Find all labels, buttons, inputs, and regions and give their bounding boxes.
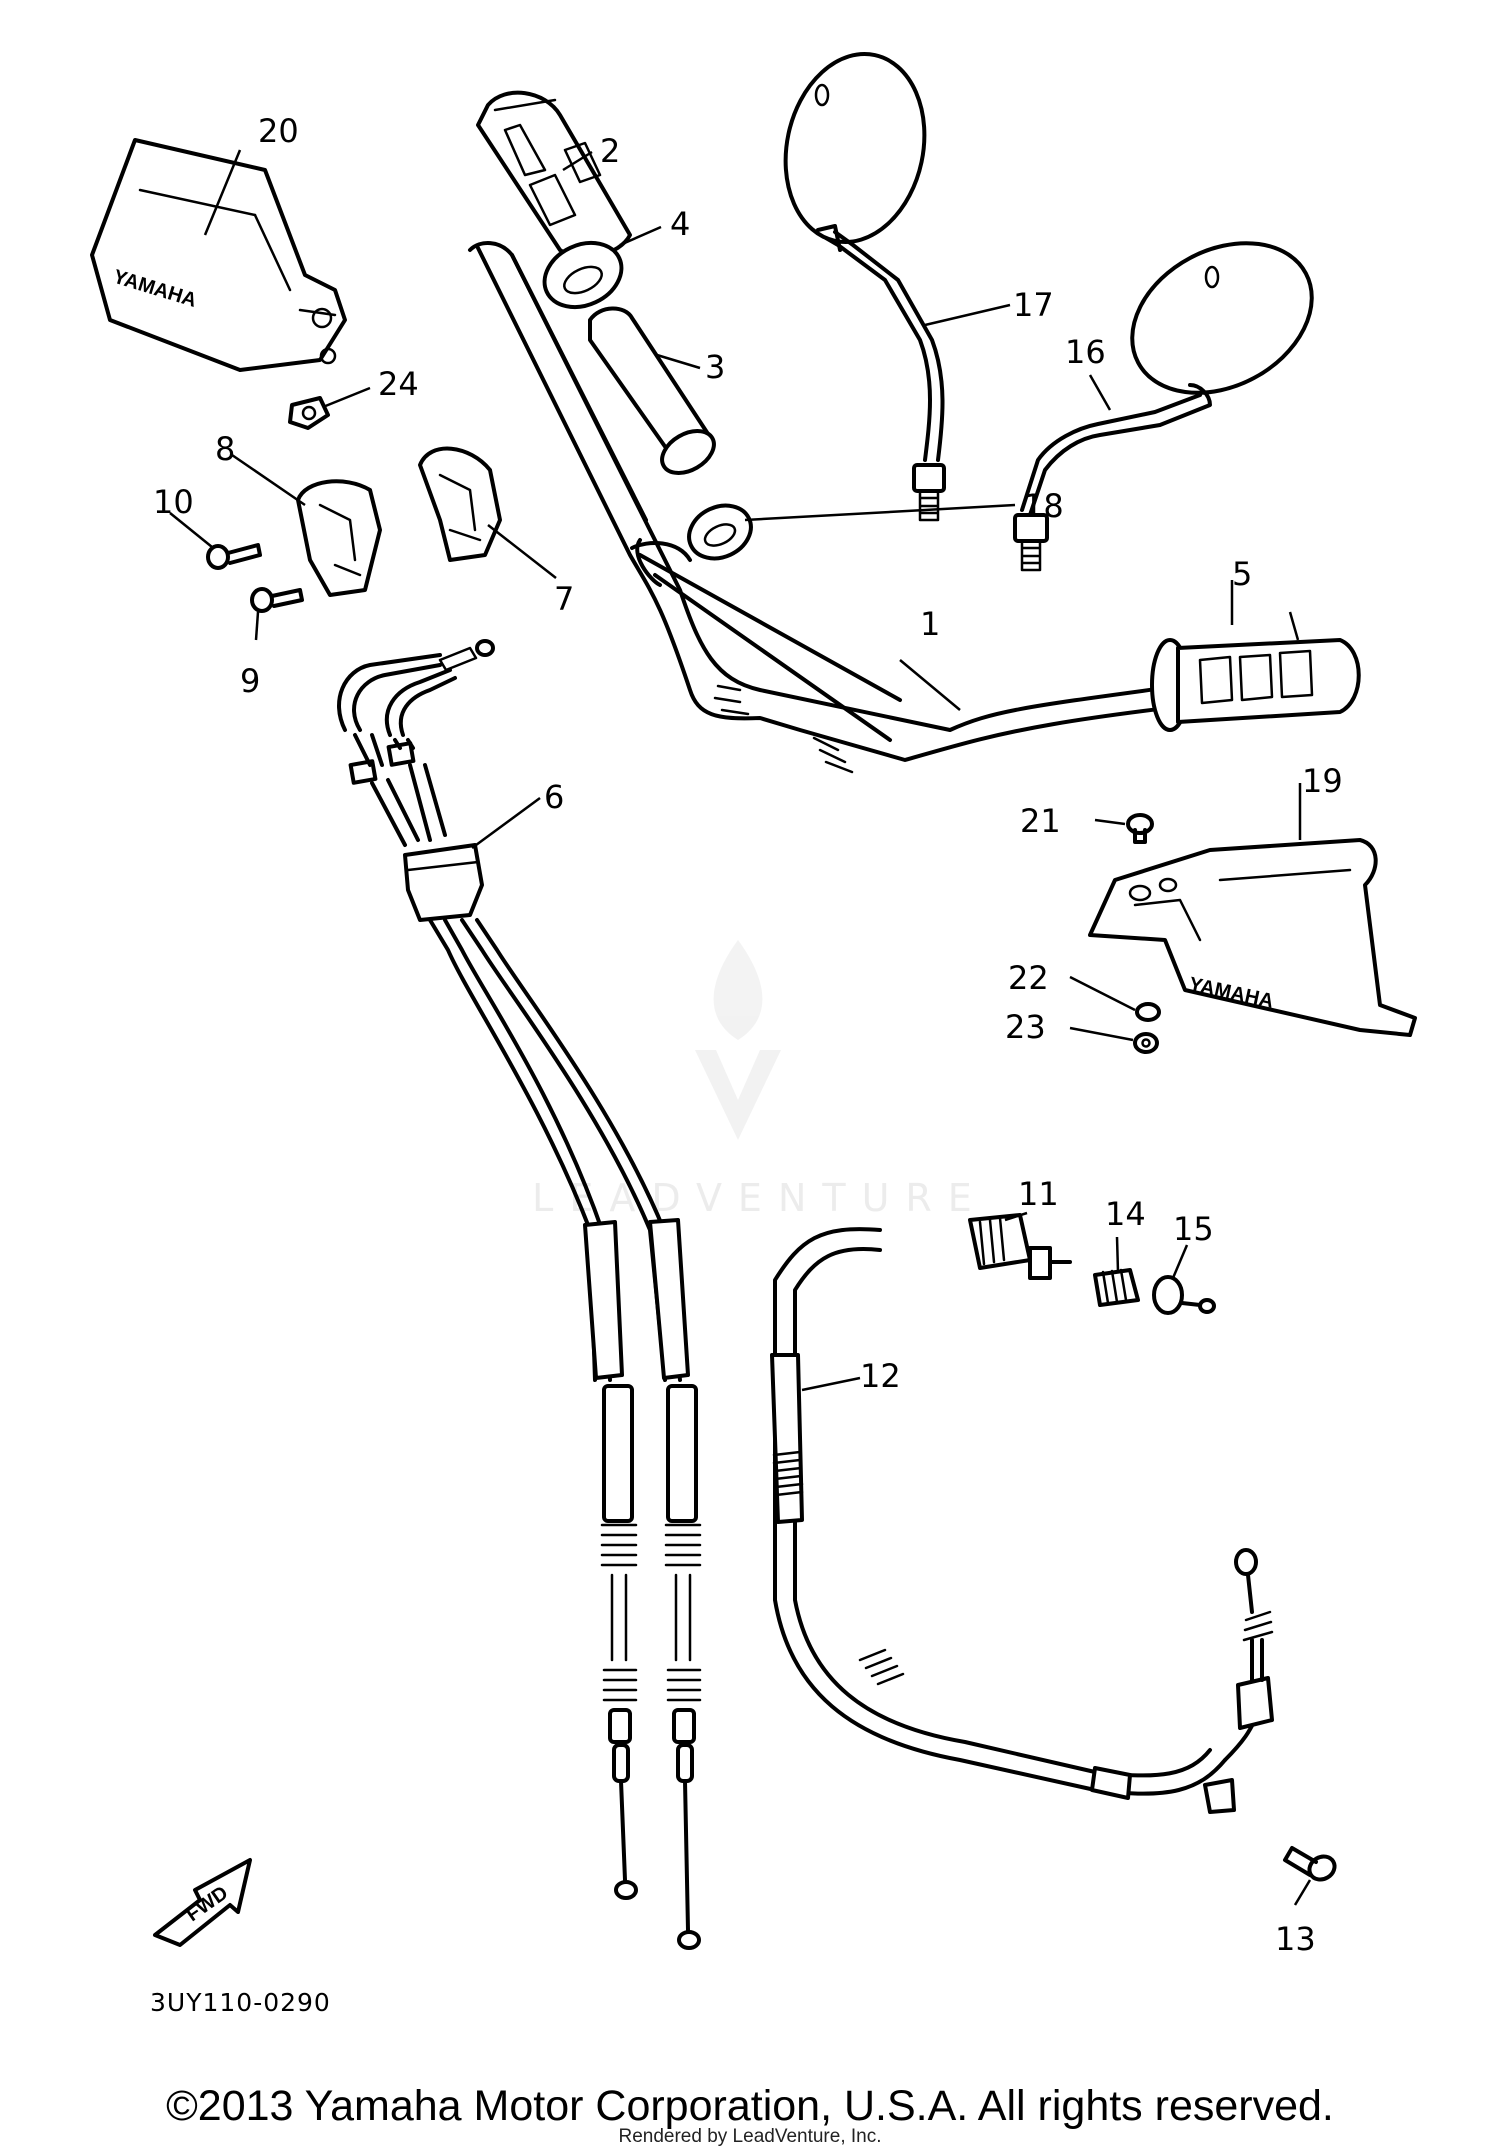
throttle-cables-6 [337,639,702,1950]
callout-2: 2 [600,132,620,170]
mirror-left-17 [783,52,946,522]
right-grip [1150,638,1361,732]
nut-22 [1135,1002,1161,1022]
callout-6: 6 [544,778,564,816]
screw-13 [1283,1846,1337,1882]
copyright-notice: ©2013 Yamaha Motor Corporation, U.S.A. A… [166,2082,1334,2130]
callout-1: 1 [920,605,940,643]
screw-10 [206,543,262,570]
callout-24: 24 [378,365,419,403]
rendered-by-notice: Rendered by LeadVenture, Inc. [618,2126,882,2147]
clutch-cable-12 [770,1213,1274,1814]
callout-18: 18 [1023,487,1064,525]
throttle-housing-8 [296,479,382,597]
callout-12: 12 [860,1357,901,1395]
throttle-housing-7 [418,446,502,562]
hand-guard-left: YAMAHA [90,138,347,372]
leader-lines [169,149,1312,1906]
ring-18 [687,503,753,561]
screw-9 [250,587,304,613]
hand-guard-right: YAMAHA [1088,838,1417,1037]
watermark-logo [695,940,781,1140]
callout-14: 14 [1105,1195,1146,1233]
nut-24 [288,396,330,430]
callout-7: 7 [554,580,574,618]
watermark-text: LEADVENTURE [532,1176,988,1220]
diagram-code: 3UY110-0290 [150,1988,331,2017]
mirror-right-16 [1013,241,1314,572]
callout-13: 13 [1275,1920,1316,1958]
callout-20: 20 [258,112,299,150]
callout-16: 16 [1065,333,1106,371]
callout-22: 22 [1008,959,1049,997]
callout-5: 5 [1232,555,1252,593]
callout-10: 10 [153,483,194,521]
callout-4: 4 [670,205,690,243]
left-grip [476,90,632,260]
callout-17: 17 [1013,286,1054,324]
callout-23: 23 [1005,1008,1046,1046]
callout-3: 3 [705,348,725,386]
callout-19: 19 [1302,762,1343,800]
callout-numbers: 20 2 4 3 17 16 18 5 1 24 8 10 7 9 6 19 2… [153,112,1343,1958]
callout-11: 11 [1018,1175,1059,1213]
screw-21 [1126,813,1154,844]
throttle-tube-3 [588,306,716,475]
callout-21: 21 [1020,802,1061,840]
callout-8: 8 [215,430,235,468]
nut-23 [1133,1032,1159,1054]
locknut-15 [1152,1275,1216,1315]
callout-15: 15 [1173,1210,1214,1248]
callout-9: 9 [240,662,260,700]
fwd-arrow-icon: FWD [153,1858,252,1947]
adjuster-14 [1093,1268,1140,1307]
grip-collar-4 [542,240,624,310]
